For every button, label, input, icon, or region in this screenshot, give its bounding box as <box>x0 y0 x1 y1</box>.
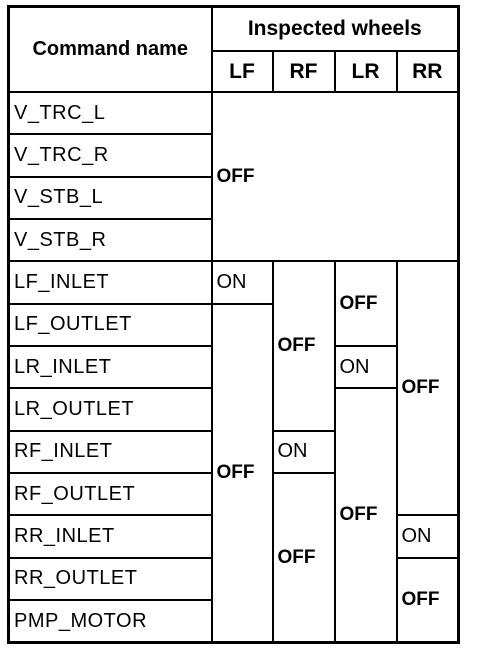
wheel-header-rf: RF <box>271 49 336 94</box>
table-row: PMP_MOTOR <box>7 599 459 644</box>
wheel-header-rr: RR <box>395 49 460 94</box>
command-name-header: Command name <box>7 5 213 94</box>
table-row: V_STB_R <box>7 218 459 263</box>
lf-rest-state: OFF <box>210 302 274 644</box>
lf-inlet-lf-state: ON <box>210 260 274 305</box>
command-cell: PMP_MOTOR <box>7 599 213 644</box>
command-cell: LF_INLET <box>7 260 213 305</box>
table-row: LF_INLET ON OFF OFF OFF <box>7 260 460 517</box>
command-cell: LR_INLET <box>7 345 213 390</box>
table-row: V_STB_L <box>7 175 459 221</box>
inspected-wheels-header: Inspected wheels <box>210 5 460 52</box>
header-row-1: Command name Inspected wheels <box>7 5 460 94</box>
table-row: RR_OUTLET OFF <box>7 556 460 644</box>
command-cell: RF_OUTLET <box>7 472 213 517</box>
table-row: LF_OUTLET OFF <box>7 302 459 644</box>
table-row: V_TRC_L OFF <box>7 91 460 263</box>
command-cell: V_STB_R <box>7 218 213 263</box>
inspection-table: Command name Inspected wheels LF RF LR R… <box>7 5 461 644</box>
table-row: RF_INLET ON <box>7 429 459 475</box>
rf-top-state: OFF <box>271 260 336 432</box>
table-row: RF_OUTLET OFF <box>7 472 459 644</box>
command-cell: RR_INLET <box>7 514 213 559</box>
command-cell: LF_OUTLET <box>7 302 213 348</box>
command-cell: V_TRC_L <box>7 91 213 136</box>
lr-bottom-state: OFF <box>333 387 398 644</box>
command-cell: V_STB_L <box>7 175 213 221</box>
table-row: LR_OUTLET OFF <box>7 387 459 644</box>
wheel-header-lr: LR <box>333 49 398 94</box>
command-cell: RF_INLET <box>7 429 213 475</box>
command-cell: V_TRC_R <box>7 133 213 178</box>
table-row: V_TRC_R <box>7 133 459 178</box>
table-row: RR_INLET ON <box>7 514 460 559</box>
wheel-header-lf: LF <box>210 49 274 94</box>
rf-inlet-rf-state: ON <box>271 429 336 475</box>
header-row-2: LF RF LR RR <box>9 49 460 94</box>
lr-inlet-lr-state: ON <box>333 345 398 390</box>
command-cell: RR_OUTLET <box>7 556 213 602</box>
rr-top-state: OFF <box>395 260 460 517</box>
rr-bottom-state: OFF <box>395 556 460 644</box>
rf-bottom-state: OFF <box>271 472 336 644</box>
valves-all-wheels-state: OFF <box>210 91 460 263</box>
rr-inlet-rr-state: ON <box>395 514 460 559</box>
command-cell: LR_OUTLET <box>7 387 213 432</box>
lr-top-state: OFF <box>333 260 398 348</box>
table-row: LR_INLET ON <box>7 345 459 390</box>
